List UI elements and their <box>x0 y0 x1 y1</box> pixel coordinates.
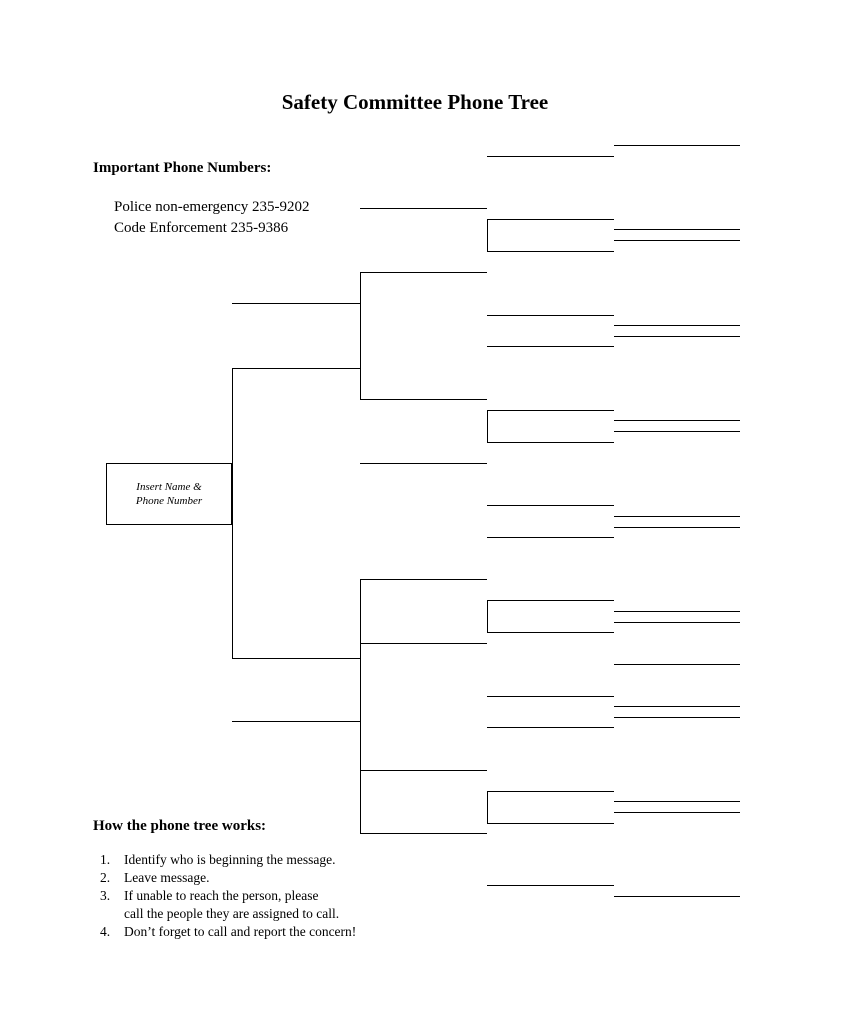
phone-number-list: Police non-emergency 235-9202 Code Enfor… <box>114 197 310 239</box>
root-contact-box[interactable]: Insert Name & Phone Number <box>106 463 232 525</box>
instructions-list: 1. Identify who is beginning the message… <box>100 851 356 941</box>
important-numbers-heading: Important Phone Numbers: <box>93 160 272 176</box>
root-contact-label: Insert Name & Phone Number <box>135 481 203 507</box>
instruction-step: 1. Identify who is beginning the message… <box>100 852 336 867</box>
instruction-step: 3. If unable to reach the person, please… <box>100 888 340 921</box>
instruction-step: 2. Leave message. <box>100 870 210 885</box>
page-title: Safety Committee Phone Tree <box>281 90 549 114</box>
phone-number-police: Police non-emergency 235-9202 <box>114 199 310 215</box>
instruction-step: 4. Don’t forget to call and report the c… <box>100 924 357 939</box>
how-it-works-heading: How the phone tree works: <box>93 818 267 834</box>
phone-number-code-enforcement: Code Enforcement 235-9386 <box>114 220 289 236</box>
